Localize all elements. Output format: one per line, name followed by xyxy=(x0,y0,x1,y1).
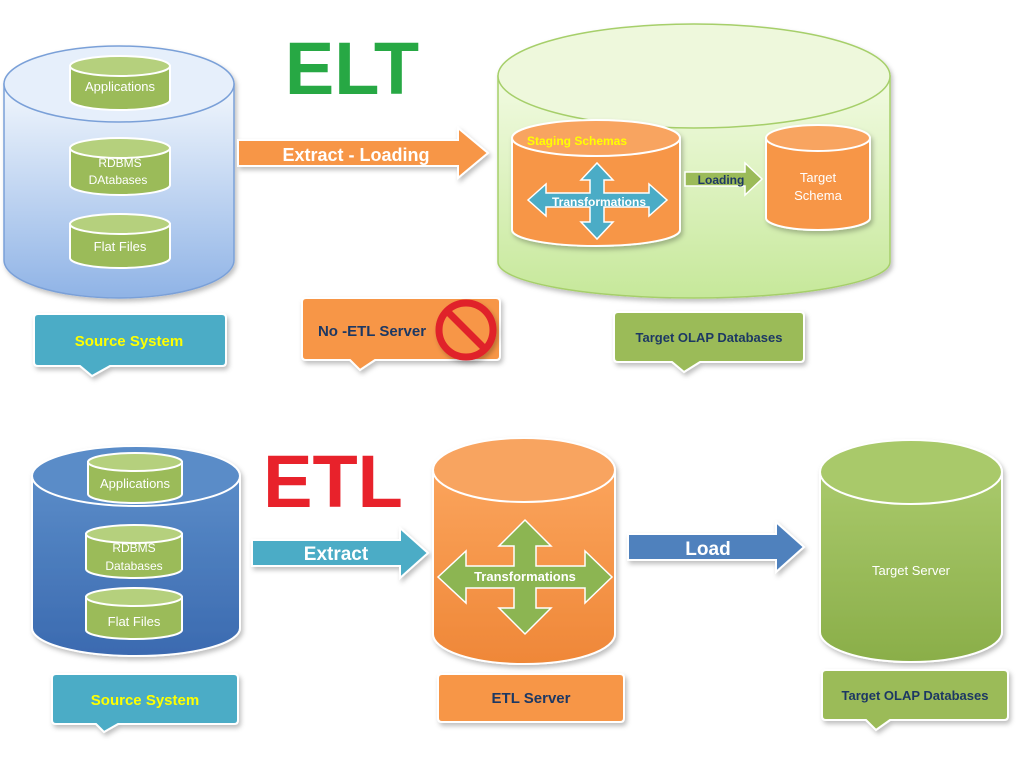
elt-rdbms-label: RDBMS xyxy=(98,156,141,170)
etl-target-server-cylinder: Target Server xyxy=(819,439,1003,663)
elt-extract-loading-arrow: Extract - Loading xyxy=(237,125,490,181)
elt-source-flatfiles: Flat Files xyxy=(69,213,171,269)
elt-staging-label: Staging Schemas xyxy=(527,134,627,148)
etl-extract-arrow: Extract xyxy=(251,525,430,581)
elt-target-olap-callout: Target OLAP Databases xyxy=(613,311,805,374)
elt-target-schema-label-1: Target xyxy=(800,170,837,185)
etl-source-flatfiles: Flat Files xyxy=(85,587,183,640)
etl-server-label: ETL Server xyxy=(492,690,571,707)
etl-extract-label: Extract xyxy=(304,544,369,565)
elt-transformations-label: Transformations xyxy=(552,195,646,209)
etl-source-system-label: Source System xyxy=(91,692,199,709)
etl-target-olap-label: Target OLAP Databases xyxy=(842,688,989,703)
etl-source-rdbms: RDBMS Databases xyxy=(85,524,183,579)
etl-server-callout: ETL Server xyxy=(437,673,625,723)
elt-flatfiles-label: Flat Files xyxy=(94,239,147,254)
elt-target-olap-label: Target OLAP Databases xyxy=(636,330,783,345)
etl-applications-label: Applications xyxy=(100,476,171,491)
elt-transformations-arrow: Transformations xyxy=(526,161,669,241)
elt-source-applications: Applications xyxy=(69,55,171,111)
etl-source-system-callout: Source System xyxy=(51,673,239,734)
etl-load-label: Load xyxy=(685,539,730,560)
elt-no-etl-label: No -ETL Server xyxy=(318,323,426,340)
etl-target-olap-callout: Target OLAP Databases xyxy=(821,669,1009,732)
etl-transformations-label: Transformations xyxy=(474,569,576,584)
elt-title: ELT xyxy=(285,27,419,110)
prohibited-icon xyxy=(435,299,497,361)
elt-databases-label: DAtabases xyxy=(89,173,148,187)
elt-extract-loading-label: Extract - Loading xyxy=(282,145,429,165)
etl-transformations-arrow: Transformations xyxy=(436,518,614,636)
elt-source-system-label: Source System xyxy=(75,333,183,350)
elt-target-schema-label-2: Schema xyxy=(794,188,842,203)
elt-loading-arrow: Loading xyxy=(684,161,764,197)
elt-target-schema-cylinder: Target Schema xyxy=(765,124,871,231)
elt-loading-label: Loading xyxy=(698,173,745,187)
etl-rdbms-label: RDBMS xyxy=(112,541,155,555)
elt-source-rdbms: RDBMS DAtabases xyxy=(69,137,171,196)
etl-databases-label: Databases xyxy=(105,559,162,573)
elt-applications-label: Applications xyxy=(85,79,156,94)
etl-load-arrow: Load xyxy=(627,519,806,575)
etl-source-applications: Applications xyxy=(87,452,183,504)
etl-title: ETL xyxy=(263,440,403,523)
etl-section: ETL Applications RDBMS Databases Flat Fi… xyxy=(31,437,1009,734)
etl-flatfiles-label: Flat Files xyxy=(108,614,161,629)
elt-section: ELT Applications RDBMS DAtabases Flat Fi… xyxy=(3,23,891,378)
etl-target-server-label: Target Server xyxy=(872,563,951,578)
elt-source-system-callout: Source System xyxy=(33,313,227,378)
